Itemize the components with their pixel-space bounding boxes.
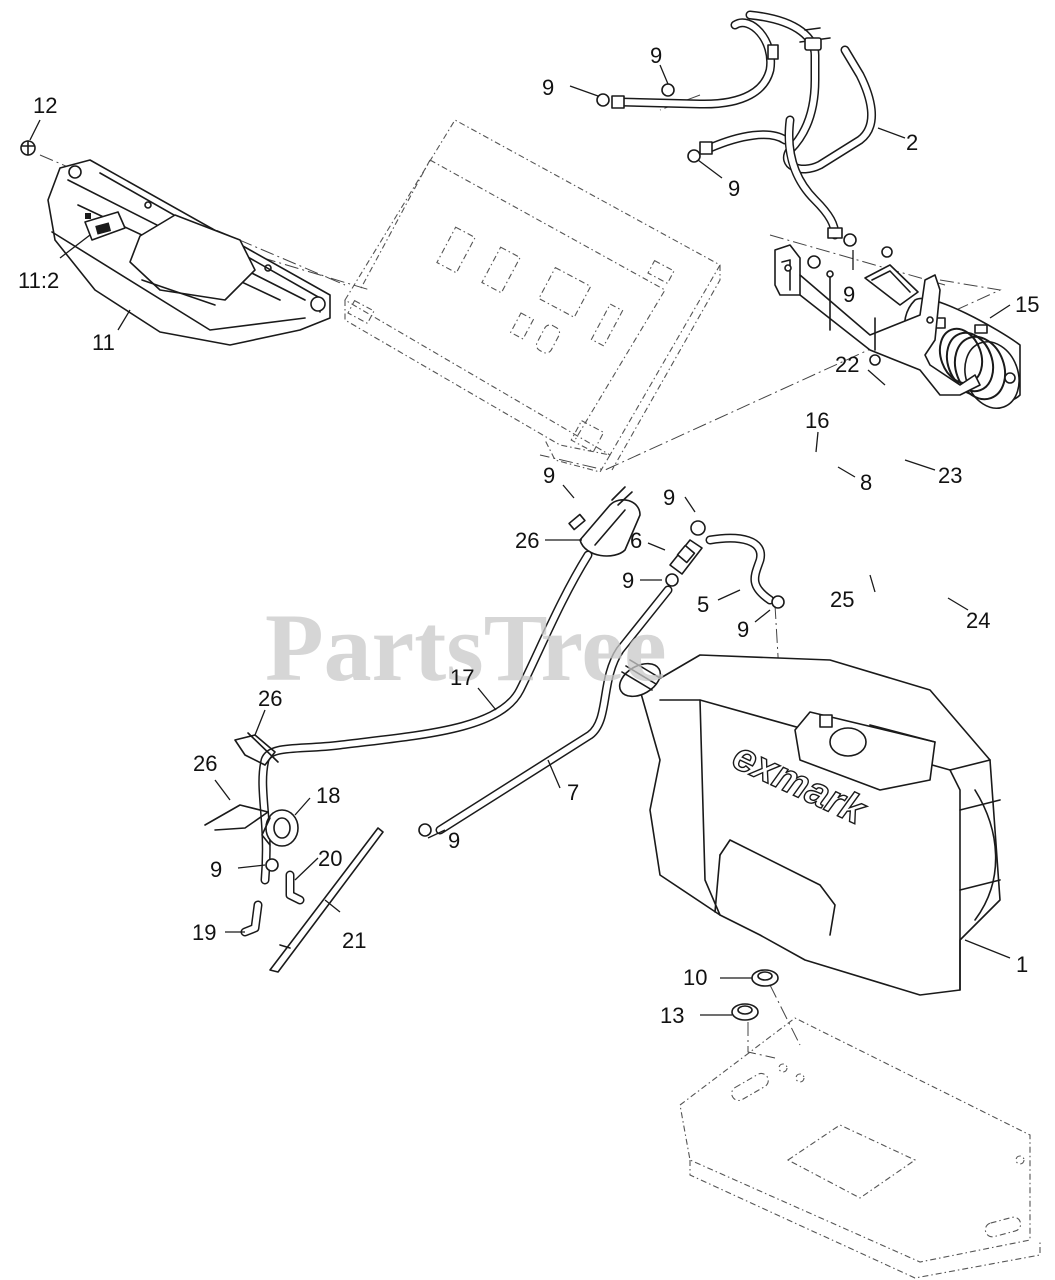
callout-labels: 12 11:2 11 9 9 2 9 9 15 22 16 8 23 25 24… [18,43,1039,1028]
hose-part-17 [258,550,593,885]
callout-2: 2 [906,130,918,155]
callout-24: 24 [966,608,990,633]
callout-9-d: 9 [843,282,855,307]
callout-15: 15 [1015,292,1039,317]
callout-6: 6 [630,528,642,553]
filter-part-26 [568,486,641,557]
callout-9-e: 9 [543,463,555,488]
callout-25: 25 [830,587,854,612]
decal-part-11-2 [84,211,126,241]
clamps-part-9-top [596,83,857,247]
callout-1: 1 [1016,952,1028,977]
callout-9-b: 9 [650,43,662,68]
hardware-parts-16-8-22-25 [807,246,893,366]
clamp-part-9-hose7 [418,573,679,837]
grommet-part-10 [751,969,779,987]
clamp-part-9-hose5 [771,595,785,609]
clamp-part-9-left [265,858,279,872]
callout-26-c: 26 [193,751,217,776]
leader-lines [29,64,1011,1016]
callout-20: 20 [318,846,342,871]
callout-22: 22 [835,352,859,377]
tube-part-20 [285,870,305,905]
callout-18: 18 [316,783,340,808]
base-plate-ghost [679,1017,1041,1279]
grommet-part-13 [731,1003,759,1021]
callout-26-b: 26 [258,686,282,711]
callout-13: 13 [660,1003,684,1028]
callout-19: 19 [192,920,216,945]
callout-9-j: 9 [210,857,222,882]
callout-9-g: 9 [622,568,634,593]
dipstick-part-21 [269,827,384,973]
callout-11-2: 11:2 [18,268,59,293]
callout-26-a: 26 [515,528,539,553]
callout-9-i: 9 [448,828,460,853]
callout-9-h: 9 [737,617,749,642]
clips-part-26 [204,732,279,831]
callout-9-c: 9 [728,176,740,201]
frame-ghost [344,119,721,473]
hose-assembly-part-2 [611,10,877,240]
fitting-part-19 [240,900,263,937]
hose-part-5 [705,533,775,605]
callout-16: 16 [805,408,829,433]
callout-23: 23 [938,463,962,488]
bracket-part-24 [774,244,981,396]
callout-9-a: 9 [542,75,554,100]
valve-part-18 [261,809,299,847]
callout-5: 5 [697,592,709,617]
hose-part-7 [435,585,673,835]
watermark: PartsTree [265,594,667,701]
callout-7: 7 [567,780,579,805]
bolt-part-12 [20,140,36,156]
callout-12: 12 [33,93,57,118]
callout-9-f: 9 [663,485,675,510]
callout-21: 21 [342,928,366,953]
fitting-part-6 [669,520,706,575]
callout-11: 11 [92,330,115,355]
callout-10: 10 [683,965,707,990]
shield-part-11 [47,159,331,346]
plate-part-23 [864,264,919,306]
callout-8: 8 [860,470,872,495]
callout-17: 17 [450,665,474,690]
fuel-tank-part-1: exmark [618,654,1001,996]
